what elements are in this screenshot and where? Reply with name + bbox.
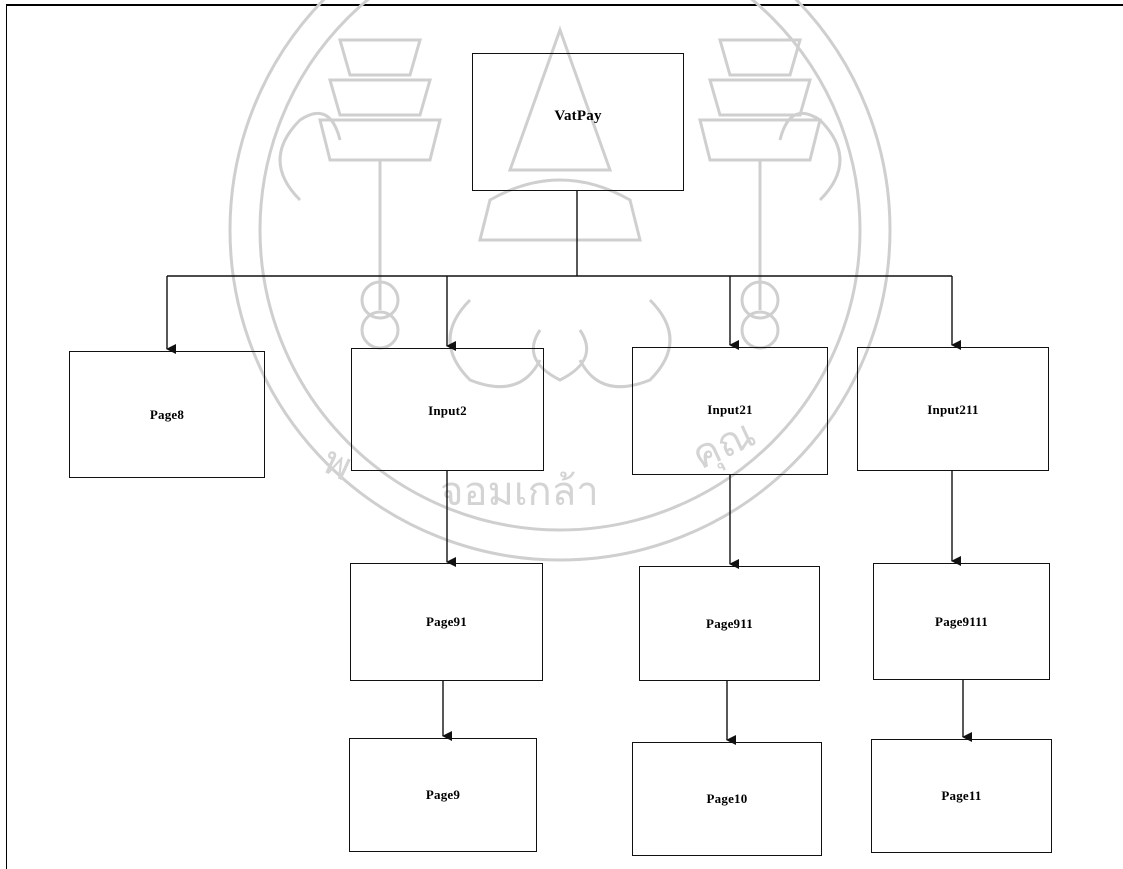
node-input211-label: Input211 <box>927 402 979 417</box>
svg-text:จอมเกล้า: จอมเกล้า <box>440 469 599 515</box>
node-page10: Page10 <box>632 742 822 856</box>
node-page9-label: Page9 <box>425 787 461 802</box>
node-vatpay-label: VatPay <box>554 108 602 124</box>
node-page10-label: Page10 <box>706 791 748 806</box>
node-input211: Input211 <box>857 347 1049 471</box>
node-page8: Page8 <box>69 351 265 478</box>
node-page91: Page91 <box>350 563 543 681</box>
node-input21-label: Input21 <box>707 402 753 417</box>
node-input2-label: Input2 <box>428 403 467 418</box>
node-page9111-label: Page9111 <box>935 613 988 629</box>
node-page9111: Page9111 <box>873 563 1050 680</box>
node-page911-label: Page911 <box>706 615 753 631</box>
node-page8-label: Page8 <box>149 406 185 422</box>
node-page9: Page9 <box>349 738 537 852</box>
node-page911: Page911 <box>639 566 820 681</box>
diagram-frame <box>6 4 1123 869</box>
node-page11-label: Page11 <box>941 788 982 803</box>
node-input21: Input21 <box>632 347 828 475</box>
node-page11: Page11 <box>871 739 1052 853</box>
node-vatpay: VatPay <box>472 53 684 191</box>
node-input2: Input2 <box>351 348 544 471</box>
node-page91-label: Page91 <box>426 614 467 629</box>
